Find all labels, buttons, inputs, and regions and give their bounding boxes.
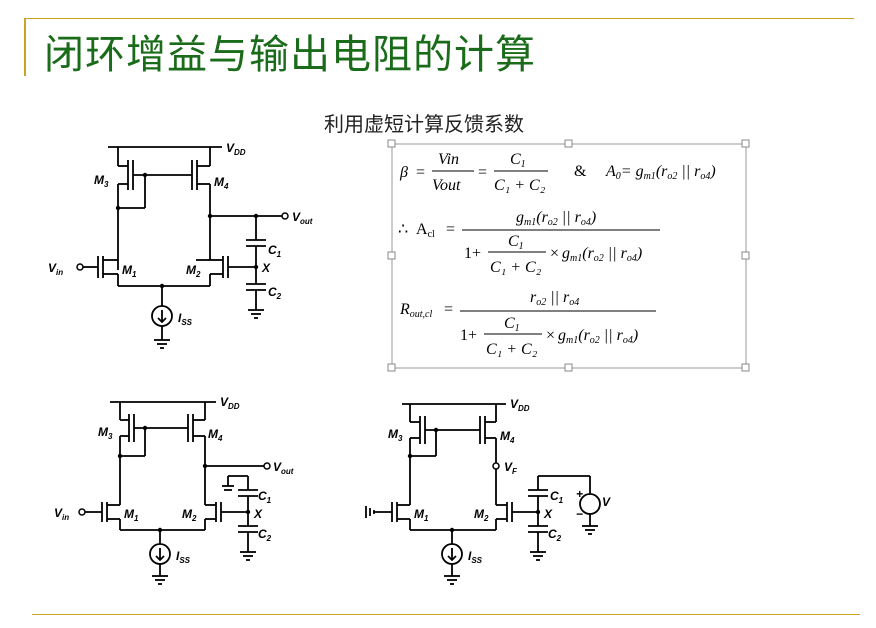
svg-text:Vout: Vout (432, 177, 461, 194)
circuit-bottom-right: VDD M3 M4 VF C1 X (365, 397, 611, 585)
title-accent-bar (24, 18, 26, 76)
svg-text:M3: M3 (98, 425, 113, 441)
equation-box: β = Vin Vout = C1 C₁ + C₂ & A0= gm1(ro2 … (387, 139, 750, 372)
m3-label: M3 (94, 173, 109, 189)
svg-text:C1: C1 (504, 315, 520, 334)
svg-text:C1: C1 (550, 489, 564, 505)
svg-text:V: V (602, 495, 611, 509)
svg-text:=: = (478, 164, 487, 181)
svg-text:VF: VF (504, 460, 518, 476)
slide-title: 闭环增益与输出电阻的计算 (44, 32, 536, 78)
svg-text:C1: C1 (258, 489, 272, 505)
svg-text:C2: C2 (548, 527, 562, 543)
svg-text:gm1(ro2 || ro4): gm1(ro2 || ro4) (562, 245, 642, 264)
svg-text:C₁ + C₂: C₁ + C₂ (494, 177, 546, 194)
svg-text:C₁ + C₂: C₁ + C₂ (486, 341, 538, 358)
svg-text:M1: M1 (124, 507, 139, 523)
svg-text:C1: C1 (510, 151, 526, 170)
svg-text:=: = (446, 221, 455, 238)
equation-beta: β = Vin Vout = C1 C₁ + C₂ & A0= gm1(ro2 … (399, 151, 716, 194)
svg-text:&: & (574, 163, 587, 180)
svg-text:=: = (416, 164, 425, 181)
svg-text:gm1(ro2 || ro4): gm1(ro2 || ro4) (516, 209, 596, 228)
vin-label: Vin (48, 261, 63, 277)
c2-label: C2 (268, 285, 282, 301)
svg-text:Rout,cl: Rout,cl (399, 301, 432, 320)
svg-text:X: X (253, 507, 263, 521)
x-label: X (261, 261, 271, 275)
svg-text:VDD: VDD (510, 397, 530, 413)
svg-text:M4: M4 (500, 429, 515, 445)
circuit-top-left: VDD M3 M4 Vout C1 X (48, 141, 313, 349)
svg-text:M1: M1 (414, 507, 429, 523)
svg-text:−: − (576, 507, 583, 521)
equation-rout: Rout,cl = ro2 || ro4 1+ C1 C₁ + C₂ × gm1… (399, 289, 656, 358)
bottom-rule (32, 614, 860, 615)
svg-text:Vin: Vin (438, 151, 459, 168)
equation-acl: ∴ Acl = gm1(ro2 || ro4) 1+ C1 C₁ + C₂ × … (398, 209, 660, 276)
circuit-bottom-left: VDD M3 M4 Vout C1 X (54, 395, 294, 585)
svg-text:Vout: Vout (273, 460, 294, 476)
svg-text:M2: M2 (474, 507, 489, 523)
svg-text:ro2 || ro4: ro2 || ro4 (530, 289, 579, 308)
svg-text:C₁ + C₂: C₁ + C₂ (490, 259, 542, 276)
vout-label: Vout (292, 210, 313, 226)
vdd-label: VDD (226, 141, 246, 157)
slide-subtitle: 利用虚短计算反馈系数 (324, 112, 524, 136)
svg-text:ISS: ISS (176, 549, 191, 565)
svg-text:M3: M3 (388, 427, 403, 443)
svg-text:gm1(ro2 || ro4): gm1(ro2 || ro4) (558, 327, 638, 346)
svg-text:∴: ∴ (398, 221, 408, 238)
svg-text:=: = (444, 301, 453, 318)
iss-label: ISS (178, 311, 193, 327)
svg-text:C1: C1 (508, 233, 524, 252)
title-rule (24, 18, 854, 19)
svg-text:1+: 1+ (460, 327, 477, 344)
svg-text:X: X (543, 507, 553, 521)
svg-text:×: × (546, 327, 555, 344)
svg-text:Vin: Vin (54, 506, 69, 522)
svg-text:M4: M4 (208, 427, 223, 443)
m2-label: M2 (186, 263, 201, 279)
svg-text:A0= gm1(ro2 || ro4): A0= gm1(ro2 || ro4) (605, 163, 716, 182)
svg-text:Acl: Acl (416, 221, 435, 240)
svg-text:1+: 1+ (464, 245, 481, 262)
svg-text:β: β (399, 164, 408, 181)
c1-label: C1 (268, 243, 282, 259)
svg-text:M2: M2 (182, 507, 197, 523)
svg-text:VDD: VDD (220, 395, 240, 411)
m1-label: M1 (122, 263, 137, 279)
svg-text:+: + (576, 487, 583, 501)
svg-text:ISS: ISS (468, 549, 483, 565)
svg-text:×: × (550, 245, 559, 262)
svg-text:C2: C2 (258, 527, 272, 543)
m4-label: M4 (214, 175, 229, 191)
